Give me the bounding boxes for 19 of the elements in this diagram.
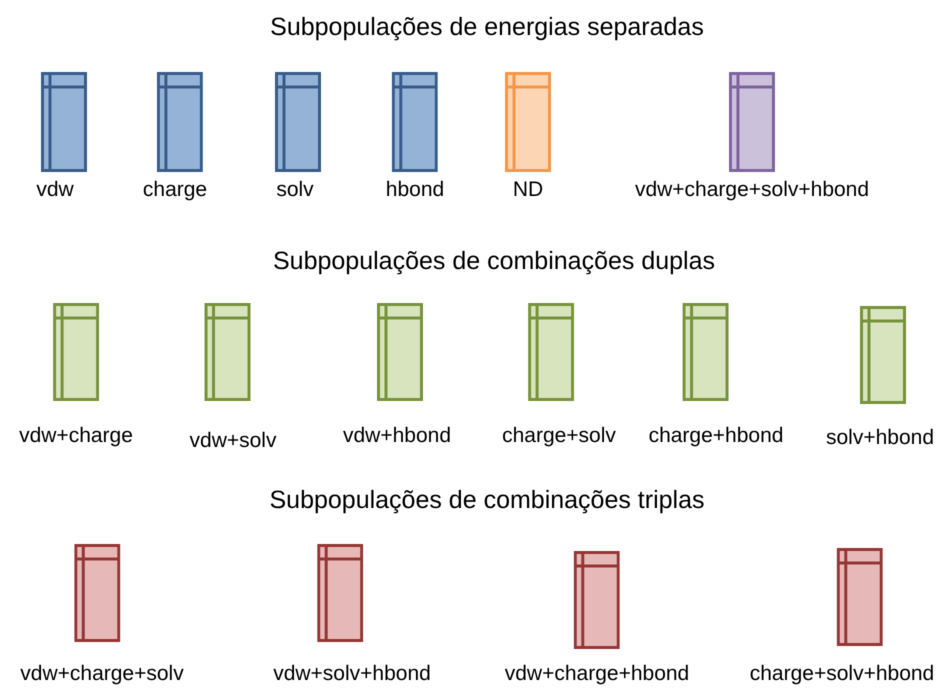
bar-caption: charge	[142, 178, 208, 202]
bar-caption: vdw	[36, 178, 74, 202]
bar-caption: vdw+charge+solv	[20, 662, 184, 686]
bar-caption: charge+solv	[502, 424, 616, 448]
bar-caption: vdw+solv+hbond	[273, 662, 431, 686]
bar-caption: charge+solv+hbond	[750, 662, 934, 686]
section-heading: Subpopulações de combinações duplas	[273, 246, 715, 276]
section-heading: Subpopulações de combinações triplas	[270, 485, 704, 515]
bar-caption: hbond	[386, 178, 444, 202]
bar-caption: vdw+charge+solv+hbond	[634, 178, 870, 202]
bar-caption: vdw+hbond	[343, 424, 451, 448]
section-heading: Subpopulações de energias separadas	[270, 12, 704, 42]
bar-caption: solv	[276, 178, 314, 202]
bar-caption: charge+hbond	[648, 424, 784, 448]
bar-caption: solv+hbond	[826, 426, 934, 450]
bar-caption: ND	[512, 178, 544, 202]
bar-caption: vdw+charge+hbond	[504, 662, 690, 686]
bar-caption: vdw+solv	[190, 429, 276, 453]
bar-caption: vdw+charge	[19, 424, 133, 448]
